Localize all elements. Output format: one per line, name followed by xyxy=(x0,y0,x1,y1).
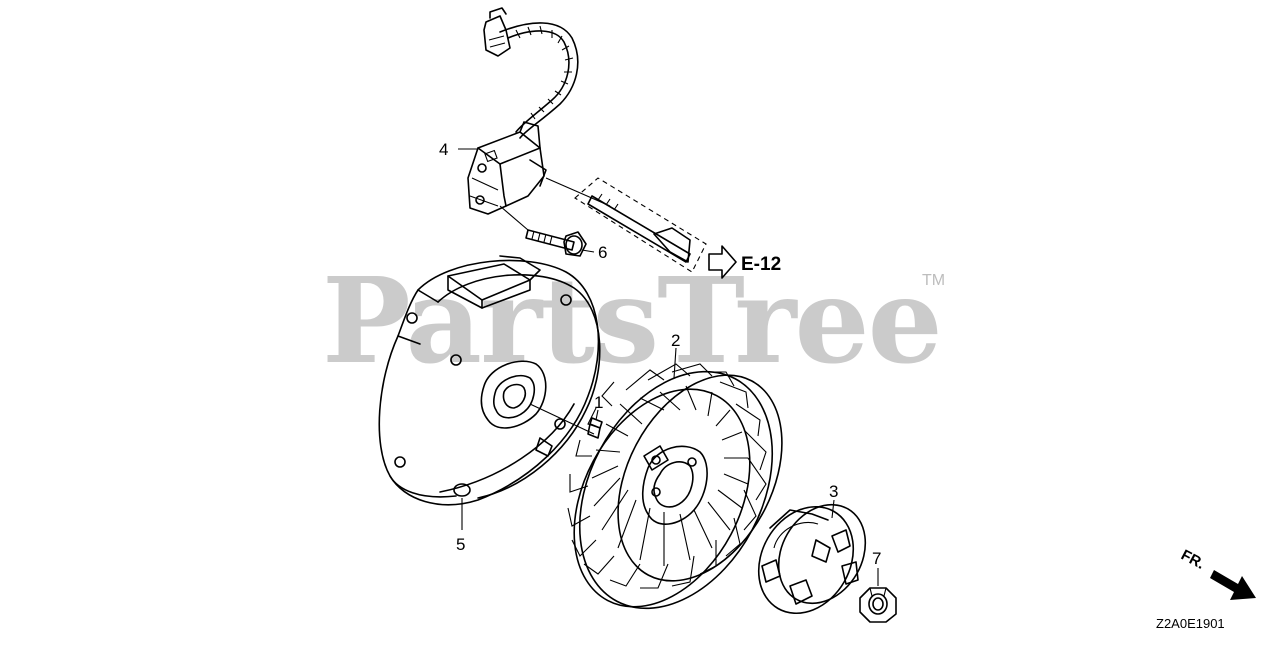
watermark-text: PartsTree xyxy=(322,251,941,390)
front-direction-indicator: FR. xyxy=(1178,547,1256,600)
callout-7: 7 xyxy=(872,549,881,568)
reference-arrow-icon xyxy=(708,245,737,279)
trademark-text: TM xyxy=(922,272,945,289)
reference-label: E-12 xyxy=(741,254,781,275)
leader-line-1 xyxy=(595,409,599,421)
stud-bolt-icon xyxy=(545,177,707,273)
ignition-coil-icon[interactable] xyxy=(467,7,579,215)
direction-label: FR. xyxy=(1178,547,1207,573)
flange-nut-icon[interactable] xyxy=(859,587,897,623)
starter-pulley-icon[interactable] xyxy=(740,489,883,631)
callout-2: 2 xyxy=(671,331,680,350)
diagram-code: Z2A0E1901 xyxy=(1156,616,1225,631)
flange-bolt-icon[interactable] xyxy=(525,229,587,257)
leader-line-3 xyxy=(831,499,835,519)
leader-line-2 xyxy=(673,347,677,379)
coil-bolt-alignment xyxy=(499,205,529,231)
flywheel-icon[interactable] xyxy=(539,338,816,640)
callout-3: 3 xyxy=(829,482,838,501)
callout-4: 4 xyxy=(439,140,448,159)
callout-5: 5 xyxy=(456,535,465,554)
callout-1: 1 xyxy=(594,393,603,412)
partstree-watermark: PartsTree TM xyxy=(322,251,945,390)
callout-6: 6 xyxy=(598,243,607,262)
direction-arrow-icon xyxy=(1210,570,1256,600)
leader-line-6 xyxy=(581,249,595,253)
fan-cover-icon[interactable] xyxy=(378,255,601,506)
